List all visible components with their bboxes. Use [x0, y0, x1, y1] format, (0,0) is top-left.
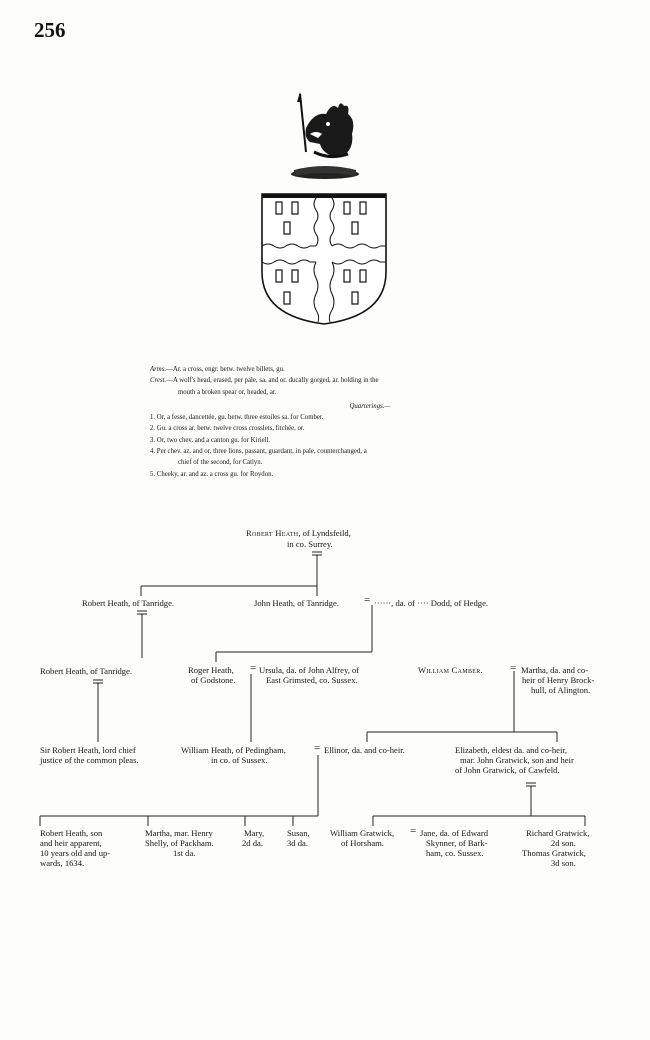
arms-label: Arms. [150, 366, 167, 373]
john-heath-wife: ······, da. of ···· Dodd, of Hedge. [374, 598, 489, 608]
crest-label: Crest. [150, 377, 167, 385]
quartering-3: 3. Or, two chev. and a canton gu. for Ki… [150, 436, 271, 444]
crest-text: —A wolf's head, erased, per pale, sa. an… [166, 377, 379, 385]
martha-shelly: Martha, mar. Henry [145, 828, 213, 838]
elizabeth-camber: Elizabeth, eldest da. and co-heir, [455, 745, 568, 755]
william-gratwick-2: of Horsham. [341, 838, 384, 848]
page-number: 256 [34, 18, 66, 42]
ursula-alfrey: Ursula, da. of John Alfrey, of [259, 665, 360, 675]
elizabeth-camber-2: mar. John Gratwick, son and heir [460, 755, 574, 765]
robert-heath-tanridge-g3: Robert Heath, of Tanridge. [40, 666, 133, 676]
ursula-alfrey-place: East Grimsted, co. Sussex. [266, 675, 358, 685]
richard-gratwick: Richard Gratwick, [526, 828, 590, 838]
heraldic-shield-icon [261, 193, 387, 325]
mary-2: 2d da. [242, 838, 264, 848]
elizabeth-camber-3: of John Gratwick, of Cawfeld. [455, 765, 560, 775]
robert-heath-heir-2: and heir apparent, [40, 838, 102, 848]
richard-gratwick-2: 2d son. [551, 838, 576, 848]
marriage-symbol: = [314, 742, 321, 754]
root-name: Robert Heath [246, 528, 299, 538]
thomas-gratwick: Thomas Gratwick, [522, 848, 586, 858]
william-heath-county: in co. of Sussex. [211, 755, 268, 765]
marriage-symbol: = [364, 594, 371, 606]
jane-skynner-2: Skynner, of Bark- [426, 838, 488, 848]
root-person-county: in co. Surrey. [287, 539, 333, 549]
quartering-4: 4. Per chev. az. and or, three lions, pa… [150, 448, 367, 456]
jane-skynner-3: ham, co. Sussex. [426, 848, 484, 858]
robert-heath-heir-3: 10 years old and up- [40, 848, 111, 858]
quarterings-label: Quarterings.— [349, 402, 391, 410]
robert-heath-tanridge-g2: Robert Heath, of Tanridge. [82, 598, 175, 608]
quartering-2: 2. Gu. a cross ar. betw. twelve cross cr… [150, 425, 305, 433]
susan-2: 3d da. [287, 838, 309, 848]
martha-brockhull: Martha, da. and co- [521, 665, 589, 675]
root-person: Robert Heath, of Lyndsfeild, [246, 528, 351, 539]
john-heath-tanridge: John Heath, of Tanridge. [254, 598, 339, 608]
quartering-1: 1. Or, a fesse, dancettée, gu. betw. thr… [150, 414, 324, 422]
robert-heath-heir: Robert Heath, son [40, 828, 103, 838]
roger-heath: Roger Heath, [188, 665, 234, 675]
arms-text: —Ar. a cross, engr. betw. twelve billets… [166, 366, 285, 373]
mary: Mary, [244, 828, 265, 838]
marriage-symbol: = [410, 825, 417, 837]
william-heath-pedingham: William Heath, of Pedingham, [181, 745, 286, 755]
marriage-symbol: = [250, 662, 257, 674]
roger-heath-place: of Godstone. [191, 675, 236, 685]
martha-shelly-2: Shelly, of Packham. [145, 838, 214, 848]
sir-robert-heath: Sir Robert Heath, lord chief [40, 745, 136, 755]
arms-description: Arms.—Ar. a cross, engr. betw. twelve bi… [150, 364, 550, 480]
thomas-gratwick-2: 3d son. [551, 858, 576, 868]
robert-heath-heir-4: wards, 1634. [40, 858, 85, 868]
susan: Susan, [287, 828, 310, 838]
martha-shelly-3: 1st da. [173, 848, 196, 858]
marriage-symbol: = [510, 662, 517, 674]
quartering-4-cont: chief of the second, for Catlyn. [178, 459, 263, 467]
william-camber: William Camber. [418, 665, 483, 675]
root-place: , of Lyndsfeild, [298, 528, 351, 538]
crest-text-cont: mouth a broken spear or, headed, ar. [178, 388, 277, 396]
sir-robert-heath-title: justice of the common pleas. [40, 755, 139, 765]
jane-skynner: Jane, da. of Edward [420, 828, 489, 838]
william-gratwick: William Gratwick, [330, 828, 395, 838]
ellinor: Ellinor, da. and co-heir. [324, 745, 405, 755]
wolf-crest-icon [291, 92, 359, 179]
quartering-5: 5. Cheeky, ar. and az. a cross gu. for R… [150, 470, 274, 478]
martha-brockhull-2: heir of Henry Brock- [522, 675, 595, 685]
martha-brockhull-3: hull, of Alington. [531, 685, 591, 695]
